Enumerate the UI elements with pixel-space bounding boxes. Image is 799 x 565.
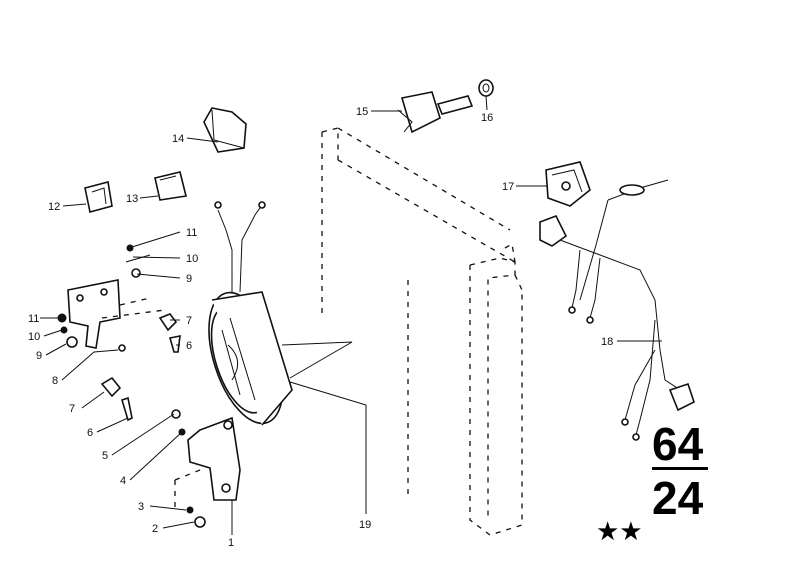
callout-8: 8 <box>52 375 58 387</box>
electric-fan <box>208 201 353 426</box>
callout-9b: 9 <box>186 273 192 285</box>
wiring-harness <box>539 179 695 441</box>
callout-9a: 9 <box>36 350 42 362</box>
callout-10a: 10 <box>28 331 40 343</box>
callout-15: 15 <box>356 106 368 118</box>
hardware-parts <box>57 244 206 528</box>
callout-2: 2 <box>152 523 158 535</box>
callout-3: 3 <box>138 501 144 513</box>
callout-10b: 10 <box>186 253 198 265</box>
group-number-divider <box>652 467 708 470</box>
callout-14: 14 <box>172 133 184 145</box>
leader-lines <box>40 95 662 535</box>
callout-11b: 11 <box>186 227 197 239</box>
callout-5: 5 <box>102 450 108 462</box>
group-label: 64 24 ★★ <box>596 418 708 547</box>
callout-13: 13 <box>126 193 138 205</box>
radiator-outline <box>321 127 523 536</box>
callout-12: 12 <box>48 201 60 213</box>
star-rating: ★★ <box>596 517 643 547</box>
callout-18: 18 <box>601 336 613 348</box>
callout-4: 4 <box>120 475 126 487</box>
callout-7b: 7 <box>186 315 192 327</box>
callout-7a: 7 <box>69 403 75 415</box>
callout-labels: 1 2 3 4 5 6 7 8 9 10 11 7 6 9 10 11 12 1… <box>28 106 613 549</box>
callout-6a: 6 <box>87 427 93 439</box>
callout-16: 16 <box>481 112 493 124</box>
callout-6b: 6 <box>186 340 192 352</box>
callout-19: 19 <box>359 519 371 531</box>
callout-1: 1 <box>228 537 234 549</box>
temperature-switch <box>397 79 494 134</box>
group-number-sub: 24 <box>652 472 704 524</box>
clips <box>84 107 247 213</box>
callout-11a: 11 <box>28 313 39 325</box>
callout-17: 17 <box>502 181 514 193</box>
group-number-main: 64 <box>652 418 704 470</box>
relay <box>545 161 591 207</box>
fan-bracket <box>174 416 241 510</box>
side-bracket <box>67 279 166 352</box>
